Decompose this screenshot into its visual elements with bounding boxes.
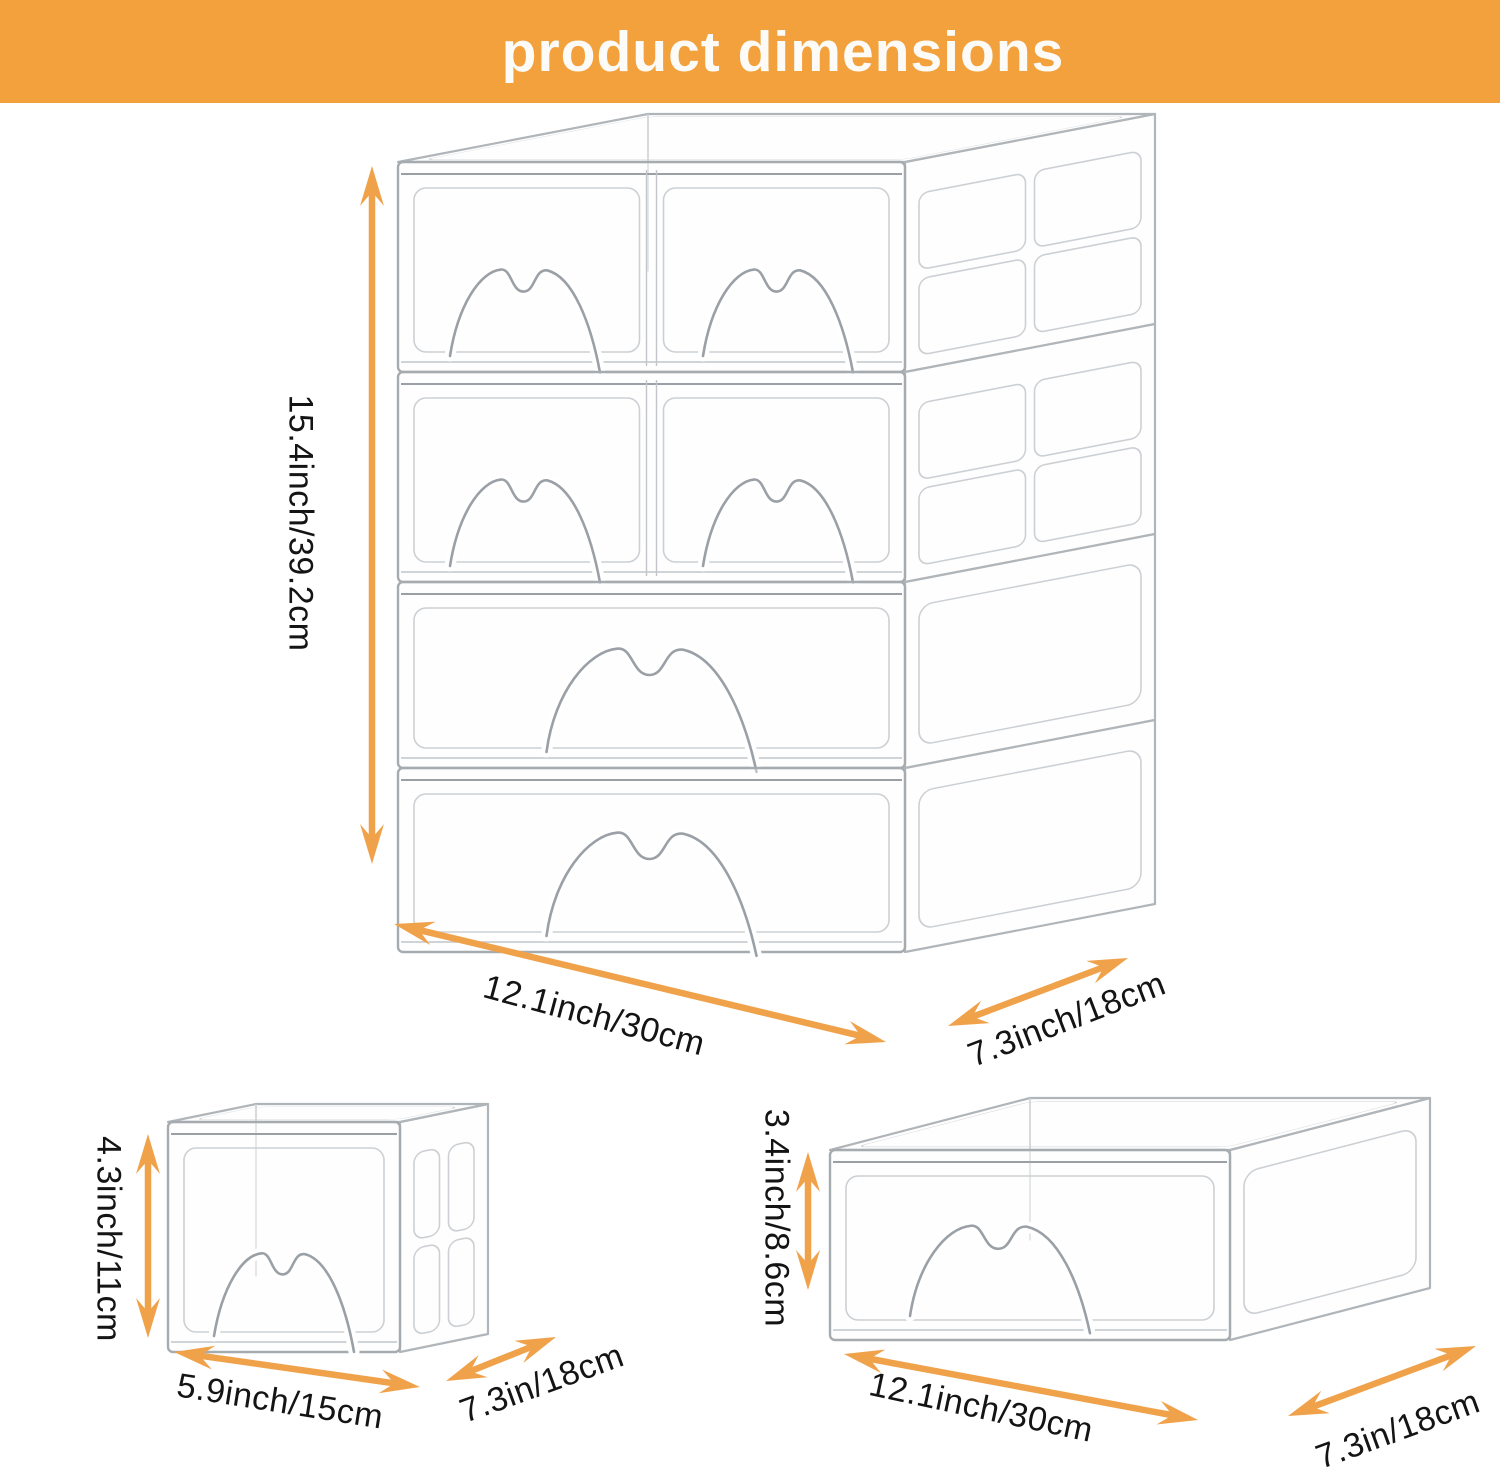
wide-drawer-width-arrow — [844, 1349, 1198, 1425]
main-width-arrow — [394, 921, 886, 1045]
page-title: product dimensions — [501, 19, 1065, 84]
small-box-drawing — [166, 1102, 490, 1358]
title-banner: product dimensions — [0, 0, 1500, 103]
small-box-depth-arrow — [446, 1337, 556, 1381]
small-box-width-arrow — [174, 1345, 420, 1394]
wide-drawer-height-label: 3.4inch/8.6cm — [757, 1108, 796, 1328]
main-height-arrow — [360, 166, 384, 864]
wide-drawer-drawing — [828, 1096, 1432, 1342]
main-stack-height-label: 15.4inch/39.2cm — [281, 394, 320, 652]
wide-drawer-depth-arrow — [1288, 1346, 1476, 1416]
wide-drawer-height-arrow — [796, 1152, 820, 1290]
small-box-height-arrow — [136, 1134, 160, 1338]
small-box-height-label: 4.3inch/11cm — [89, 1136, 128, 1342]
main-depth-arrow — [948, 958, 1128, 1026]
main-stack-drawing — [396, 112, 1157, 962]
